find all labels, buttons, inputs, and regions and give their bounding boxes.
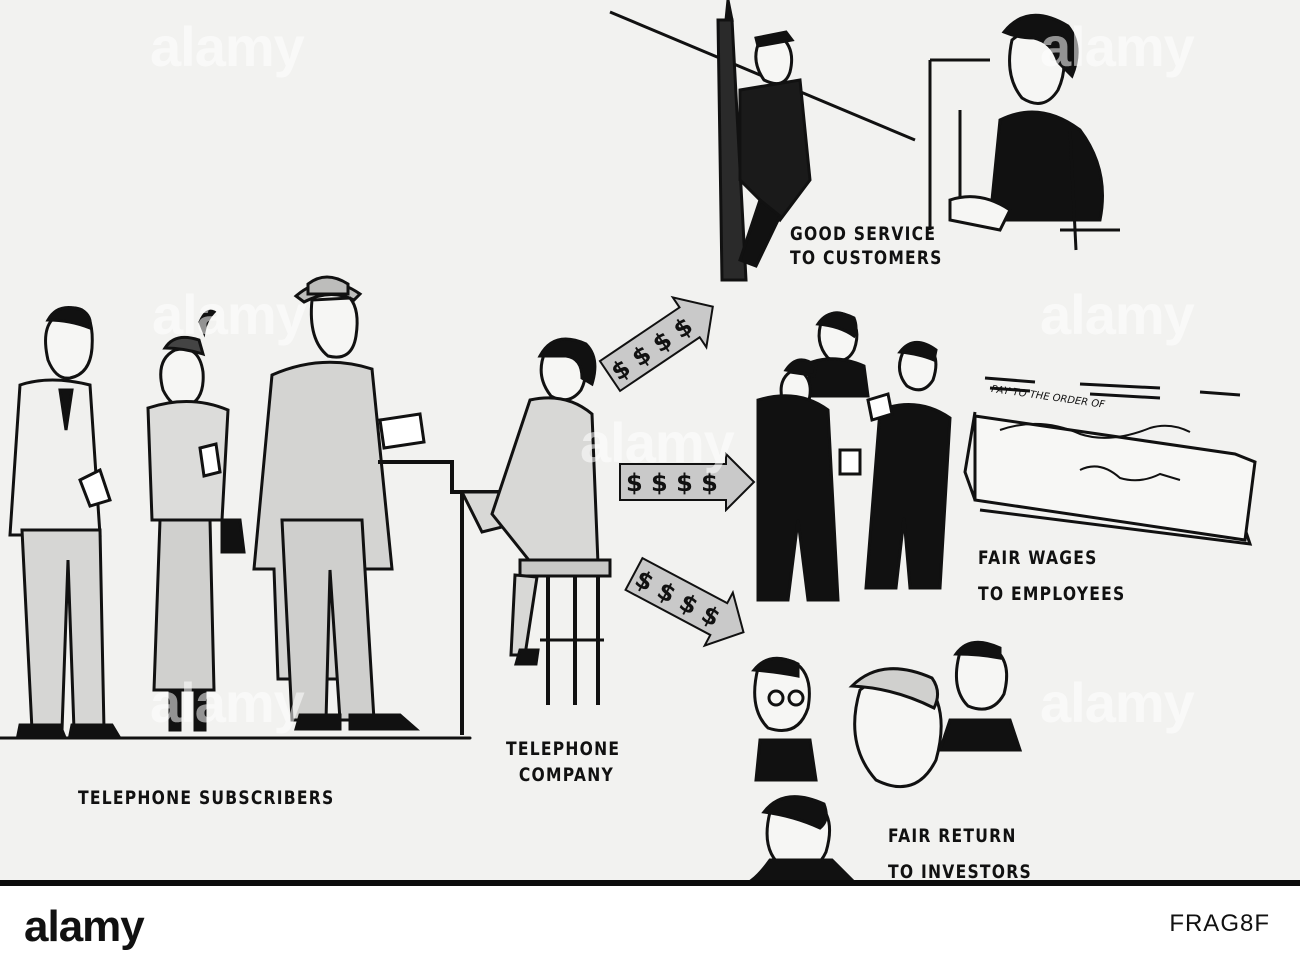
footer-image-id: FRAG8F <box>1169 910 1270 937</box>
footer-divider <box>0 880 1300 886</box>
caption-investors-line-2: TO INVESTORS <box>888 861 1032 880</box>
caption-employees-line-1: FAIR WAGES <box>978 547 1098 569</box>
subscriber-woman <box>146 309 246 732</box>
investors-group <box>749 640 1023 880</box>
dollar-arrow-upper: $ $ $ $ <box>598 295 714 393</box>
caption-employees: FAIR WAGES TO EMPLOYEES <box>978 540 1125 612</box>
lineman-on-pole <box>609 0 916 282</box>
subscriber-man-left <box>8 306 121 737</box>
illustration: $ $ $ $ $ $ $ $ $ $ $ $ PAY TO THE ORDER… <box>0 0 1257 880</box>
telephone-clerk <box>490 337 612 705</box>
footer-bar: alamy FRAG8F <box>0 880 1300 970</box>
caption-customers-line-1: GOOD SERVICE <box>790 223 937 245</box>
switchboard-operator <box>928 13 1120 251</box>
subscriber-man-hat <box>252 275 426 731</box>
dollar-arrow-middle: $ $ $ $ <box>619 452 756 512</box>
caption-employees-line-2: TO EMPLOYEES <box>978 583 1126 605</box>
caption-subscribers: TELEPHONE SUBSCRIBERS <box>78 787 335 809</box>
caption-company-line-2: COMPANY <box>518 764 615 786</box>
caption-company-line-1: TELEPHONE <box>506 738 621 760</box>
caption-investors-line-1: FAIR RETURN <box>888 825 1017 847</box>
caption-company: TELEPHONE COMPANY <box>506 736 620 788</box>
caption-customers-line-2: TO CUSTOMERS <box>790 247 943 269</box>
employees-group <box>756 311 952 602</box>
footer-logo[interactable]: alamy <box>24 902 145 951</box>
line-drawing <box>0 0 1257 880</box>
caption-customers: GOOD SERVICE TO CUSTOMERS <box>790 222 943 270</box>
dollar-arrow-lower: $ $ $ $ <box>624 556 745 648</box>
paycheck <box>963 376 1257 546</box>
dollar-arrow-middle-label: $ $ $ $ <box>626 469 718 497</box>
caption-investors: FAIR RETURN TO INVESTORS <box>888 818 1032 880</box>
